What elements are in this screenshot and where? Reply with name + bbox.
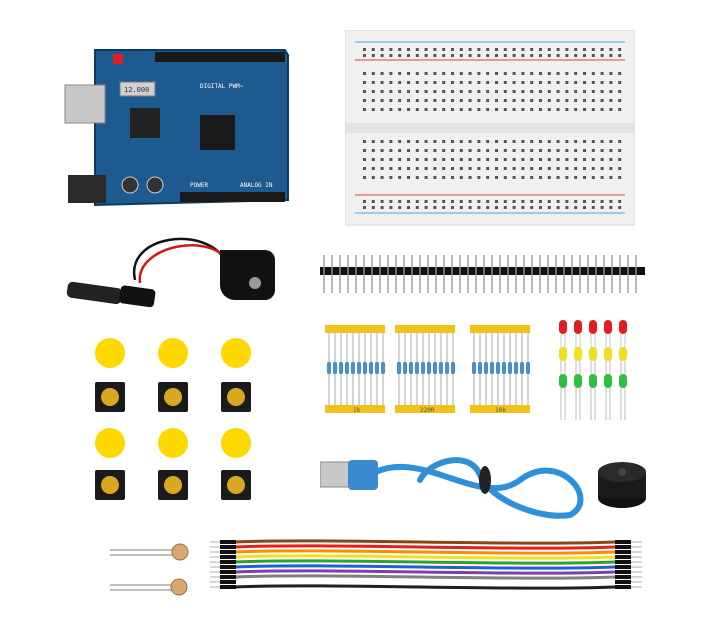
digital-label: DIGITAL PWM~ — [200, 83, 244, 90]
jumper-wires — [210, 539, 642, 590]
analog-label: ANALOG IN — [240, 182, 273, 189]
resistor-strips: 1k 220R 10k — [325, 325, 530, 414]
led-set — [559, 320, 627, 420]
usb-cable — [320, 457, 584, 519]
resistor-label-220r: 220R — [420, 407, 435, 414]
push-buttons — [95, 338, 251, 500]
resistor-label-10k: 10k — [495, 407, 506, 414]
resistor-label-1k: 1k — [353, 407, 361, 414]
battery-clip — [66, 237, 275, 308]
breadboard — [345, 30, 635, 226]
arduino-board: 12.000 DIGITAL PWM~ POWER ANALOG IN — [64, 49, 289, 207]
power-label: POWER — [190, 182, 208, 189]
pin-header — [320, 255, 645, 293]
crystal-label: 12.000 — [124, 86, 149, 94]
buzzer — [598, 462, 646, 508]
photoresistors — [110, 543, 189, 596]
